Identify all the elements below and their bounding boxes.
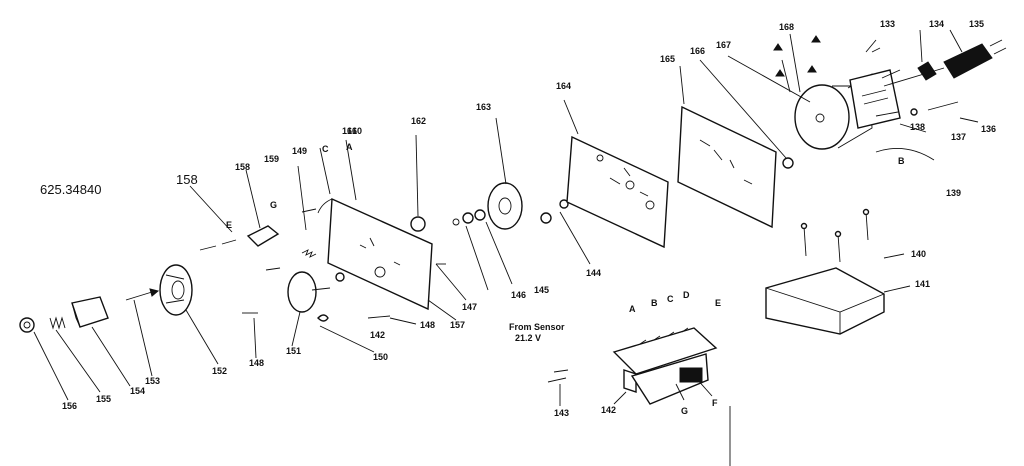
callout-148-screw: 148 [249,358,264,368]
dial-plate-part [159,264,193,316]
callout-146: 146 [511,290,526,300]
letter-c-plate: C [322,144,329,154]
callout-165: 165 [660,54,675,64]
letter-labels: A B C D E F G B E G C A [226,142,905,416]
screws-168-part [773,35,821,93]
callout-142: 142 [601,405,616,415]
callout-155: 155 [96,394,111,404]
callout-161: 161 [342,126,357,136]
callout-168: 168 [779,22,794,32]
model-number: 625.34840 [40,182,101,197]
screw-136-part [910,101,959,116]
callout-167: 167 [716,40,731,50]
callout-154: 154 [130,386,145,396]
callout-156: 156 [62,401,77,411]
callout-166: 166 [690,46,705,56]
callout-149: 149 [292,146,307,156]
letter-b-wire: B [898,156,905,166]
cord-clamp-134-part [917,61,937,81]
screw-133-part [871,47,901,79]
callout-139: 139 [946,188,961,198]
screw-143-part [547,369,569,383]
cover-box-141-part [765,267,885,335]
lead-wire-part [875,147,935,161]
screws-140-part [800,208,870,263]
power-plug-135-part [883,39,1007,87]
motor-housing-part [849,69,901,129]
callout-147: 147 [462,302,477,312]
panel-165-part [677,105,777,229]
callout-144: 144 [586,268,601,278]
callout-162: 162 [411,116,426,126]
callout-142-plate: 142 [370,330,385,340]
bushing-166-part [782,157,794,169]
letter-e: E [715,298,721,308]
sensor-voltage-label: 21.2 V [515,333,541,343]
knob-cap-part [19,317,35,333]
panel-164-part [566,135,669,249]
letter-f: F [712,398,718,408]
cam-part [246,225,280,247]
callout-136: 136 [981,124,996,134]
callout-158: 158 [235,162,250,172]
letter-a: A [629,304,636,314]
callout-164: 164 [556,81,571,91]
callout-134: 134 [929,19,944,29]
circuit-board-part [612,327,731,466]
callout-143: 143 [554,408,569,418]
knob-body-part [71,296,109,328]
letter-d: D [683,290,690,300]
callout-138: 138 [910,122,925,132]
washer-part [317,272,345,322]
callout-153: 153 [145,376,160,386]
gear-disc-part [287,271,331,313]
callout-140: 140 [911,249,926,259]
screw-147-part [367,263,446,319]
callout-152: 152 [212,366,227,376]
part-callouts: 133 134 135 136 137 138 139 140 141 142 … [62,19,996,418]
callout-159: 159 [264,154,279,164]
shaft-part [125,288,160,301]
callout-135: 135 [969,19,984,29]
callout-160: 160 [347,126,362,136]
letter-e-pin: E [226,220,232,230]
callout-141: 141 [915,279,930,289]
from-sensor-label: From Sensor [509,322,565,332]
callout-133: 133 [880,19,895,29]
spring-159-part [301,249,317,258]
washer-144-part [540,199,569,224]
disc-163-part [452,182,523,230]
letter-a-plate: A [346,142,353,152]
callout-145: 145 [534,285,549,295]
sensor-note: From Sensor 21.2 V [509,322,565,343]
callout-151: 151 [286,346,301,356]
callout-150: 150 [373,352,388,362]
callout-163: 163 [476,102,491,112]
letter-b: B [651,298,658,308]
screw-part [242,208,317,314]
leader-lines [33,29,979,406]
spring-part [49,316,66,330]
letter-g-cam: G [270,200,277,210]
callout-158-large: 158 [176,172,198,187]
pin-part [199,239,237,251]
callout-137: 137 [951,132,966,142]
callout-148: 148 [420,320,435,330]
letter-c: C [667,294,674,304]
timer-plate-part [317,197,433,311]
callout-157: 157 [450,320,465,330]
letter-g: G [681,406,688,416]
knob-162-part [410,134,426,232]
